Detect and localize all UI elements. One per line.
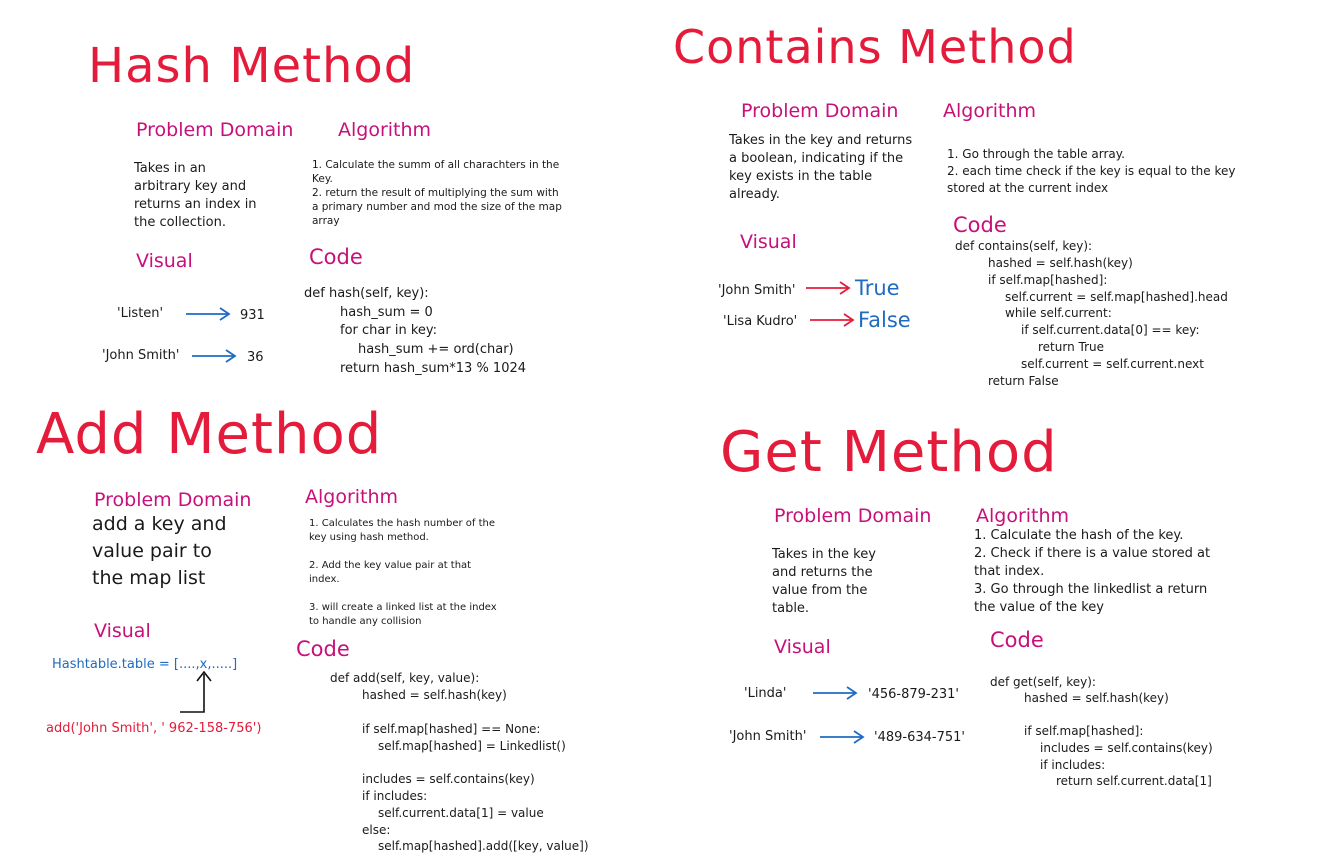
arrow-right-icon [186, 307, 231, 321]
arrow-right-icon [813, 686, 858, 700]
arrow-right-icon [810, 313, 855, 327]
add-code-line: else: [362, 823, 391, 837]
get-code-line: def get(self, key): [990, 675, 1096, 689]
get-code-line: includes = self.contains(key) [1040, 741, 1213, 755]
hash-visual-key-0: 'Listen' [117, 306, 164, 321]
hash-algorithm-heading: Algorithm [338, 119, 432, 141]
add-method-title: Add Method [36, 402, 383, 467]
hash-problem-domain-heading: Problem Domain [136, 119, 294, 141]
contains-code-line: return True [1038, 340, 1104, 354]
add-algorithm-text: 1. Calculates the hash number of the key… [309, 518, 497, 627]
add-problem-domain-text: add a key and value pair to the map list [92, 513, 227, 589]
get-visual-key-0: 'Linda' [744, 686, 787, 701]
get-method-title: Get Method [720, 420, 1058, 485]
get-code-line: if self.map[hashed]: [1024, 724, 1144, 738]
get-code-line: hashed = self.hash(key) [1024, 691, 1169, 705]
hash-algorithm-text: 1. Calculate the summ of all charachters… [312, 159, 562, 227]
hash-code-line: hash_sum = 0 [340, 305, 433, 320]
hash-visual-value-1: 36 [247, 350, 264, 365]
contains-algorithm-text: 1. Go through the table array. 2. each t… [947, 147, 1236, 195]
hash-visual-heading: Visual [136, 250, 193, 272]
contains-code-line: hashed = self.hash(key) [988, 256, 1133, 270]
get-code-line: if includes: [1040, 758, 1106, 772]
get-problem-domain-heading: Problem Domain [774, 505, 932, 527]
add-problem-domain-heading: Problem Domain [94, 489, 252, 511]
get-algorithm-text: 1. Calculate the hash of the key. 2. Che… [974, 528, 1211, 615]
contains-visual-heading: Visual [740, 231, 797, 253]
add-algorithm-heading: Algorithm [305, 486, 399, 508]
hash-code-heading: Code [309, 245, 363, 269]
contains-code-line: if self.map[hashed]: [988, 273, 1108, 287]
hash-code-line: for char in key: [340, 323, 438, 338]
contains-algorithm-heading: Algorithm [943, 100, 1037, 122]
add-code-line: self.map[hashed] = Linkedlist() [378, 739, 566, 753]
hash-visual-key-1: 'John Smith' [102, 348, 180, 363]
contains-code-line: self.current = self.current.next [1021, 357, 1204, 371]
hash-method-title: Hash Method [88, 38, 416, 94]
contains-visual-key-0: 'John Smith' [718, 283, 796, 298]
add-visual-heading: Visual [94, 620, 151, 642]
get-visual-heading: Visual [774, 636, 831, 658]
contains-problem-domain-heading: Problem Domain [741, 100, 899, 122]
get-visual-value-0: '456-879-231' [868, 687, 959, 702]
get-problem-domain-text: Takes in the key and returns the value f… [772, 547, 876, 616]
get-visual-key-1: 'John Smith' [729, 729, 807, 744]
add-code-line: self.map[hashed].add([key, value]) [378, 839, 589, 853]
arrow-right-icon [820, 730, 865, 744]
contains-code-line: while self.current: [1005, 306, 1112, 320]
get-visual-value-1: '489-634-751' [874, 730, 965, 745]
add-call-label: add('John Smith', ' 962-158-756') [46, 721, 262, 736]
add-code-line: if includes: [362, 789, 428, 803]
contains-visual-value-1: False [858, 308, 911, 332]
contains-code-line: return False [988, 374, 1059, 388]
add-code-line: self.current.data[1] = value [378, 806, 544, 820]
hash-problem-domain-text: Takes in an arbitrary key and returns an… [134, 161, 257, 230]
contains-problem-domain-text: Takes in the key and returns a boolean, … [729, 133, 913, 202]
contains-code-line: if self.current.data[0] == key: [1021, 323, 1200, 337]
contains-code-heading: Code [953, 213, 1007, 237]
contains-visual-value-0: True [855, 276, 900, 300]
add-code-line: def add(self, key, value): [330, 671, 480, 685]
arrow-right-icon [806, 281, 851, 295]
get-code-heading: Code [990, 628, 1044, 652]
hashtable-table-label: Hashtable.table = [....,x,.....] [52, 657, 238, 672]
add-code-line: hashed = self.hash(key) [362, 688, 507, 702]
arrow-right-icon [192, 349, 237, 363]
add-code-line: if self.map[hashed] == None: [362, 722, 541, 736]
add-code-heading: Code [296, 637, 350, 661]
arrow-up-icon [180, 670, 212, 713]
get-code-line: return self.current.data[1] [1056, 774, 1212, 788]
contains-code-line: def contains(self, key): [955, 239, 1093, 253]
hash-code-line: return hash_sum*13 % 1024 [340, 361, 527, 376]
hash-visual-value-0: 931 [240, 308, 265, 323]
hash-code-line: def hash(self, key): [304, 286, 429, 301]
add-code-line: includes = self.contains(key) [362, 772, 535, 786]
contains-code-line: self.current = self.map[hashed].head [1005, 290, 1228, 304]
hash-code-line: hash_sum += ord(char) [358, 342, 514, 357]
contains-method-title: Contains Method [673, 20, 1077, 74]
contains-visual-key-1: 'Lisa Kudro' [723, 314, 798, 329]
get-algorithm-heading: Algorithm [976, 505, 1070, 527]
